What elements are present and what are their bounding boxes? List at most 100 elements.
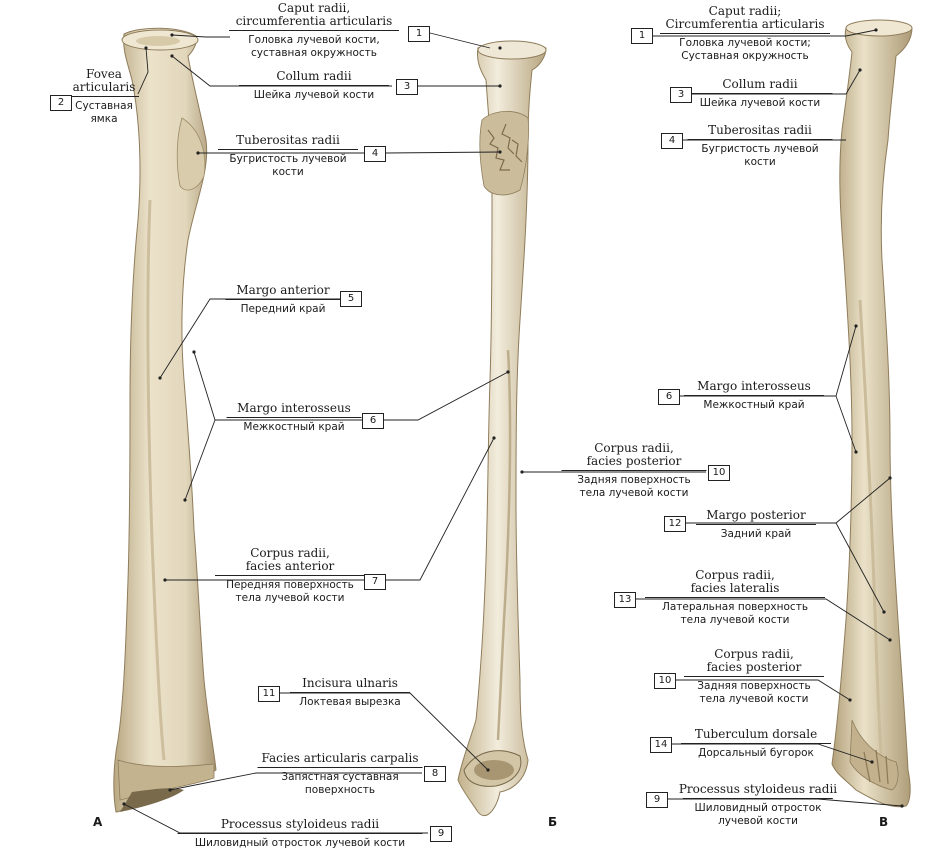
leader-line	[184, 419, 216, 501]
latin-term: articularis	[72, 80, 136, 94]
leader-dot	[888, 638, 892, 642]
russian-term: Задний край	[720, 528, 792, 540]
russian-term: тела лучевой кости	[699, 693, 809, 705]
bone-view-a	[113, 27, 217, 813]
leader-dot	[498, 46, 502, 50]
leader-dot	[888, 476, 892, 480]
number-box: 4	[364, 146, 386, 162]
russian-term: Шейка лучевой кости	[699, 97, 821, 109]
underline	[290, 692, 410, 693]
label-tuberculum-dorsale: Tuberculum dorsale Дорсальный бугорок	[681, 728, 831, 760]
leader-line	[835, 522, 885, 613]
latin-term: Collum radii	[722, 77, 798, 91]
underline	[683, 798, 833, 799]
leader-dot	[900, 804, 904, 808]
label-margo-interosseus-ab: Margo interosseus Межкостный край	[226, 402, 362, 434]
view-letter-a: А	[93, 815, 103, 829]
russian-term: тела лучевой кости	[680, 614, 790, 626]
latin-term: Tuberculum dorsale	[694, 727, 818, 741]
russian-term: Задняя поверхность	[577, 474, 691, 486]
underline	[229, 30, 399, 31]
label-caput-radii-ab: Caput radii, circumferentia articularis …	[229, 2, 399, 60]
bone-view-b	[457, 40, 547, 817]
latin-term: Margo interosseus	[697, 379, 811, 393]
underline	[561, 470, 707, 471]
russian-term: Латеральная поверхность	[661, 601, 809, 613]
leader-dot	[498, 150, 502, 154]
underline	[696, 524, 816, 525]
bone-view-c	[831, 19, 913, 808]
label-facies-posterior-b: Corpus radii, facies posterior Задняя по…	[561, 442, 707, 500]
latin-term: Collum radii	[276, 69, 352, 83]
number-box: 4	[661, 133, 683, 149]
underline	[177, 833, 423, 834]
leader-line	[137, 47, 149, 95]
underline	[226, 417, 362, 418]
label-facies-articularis-carpalis: Facies articularis carpalis Запястная су…	[257, 751, 423, 797]
label-margo-anterior: Margo anterior Передний край	[225, 284, 341, 316]
underline	[225, 299, 341, 300]
leader-line	[384, 371, 509, 421]
number-box: 14	[650, 737, 672, 753]
leader-dot	[882, 610, 886, 614]
number-box: 6	[658, 389, 680, 405]
leader-dot	[168, 788, 172, 792]
leader-dot	[848, 698, 852, 702]
russian-term: Межкостный край	[703, 399, 805, 411]
underline	[218, 149, 358, 150]
underline	[687, 139, 833, 140]
number-box: 12	[664, 516, 686, 532]
latin-term: Corpus radii,	[695, 568, 775, 582]
latin-term: Caput radii,	[277, 1, 351, 15]
label-caput-radii-c: Caput radii; Circumferentia articularis …	[660, 5, 830, 63]
number-box: 5	[340, 291, 362, 307]
leader-dot	[170, 33, 174, 37]
russian-term: Задняя поверхность	[697, 680, 811, 692]
leader-line	[171, 55, 392, 87]
leader-line	[169, 772, 422, 791]
leader-line	[386, 437, 495, 581]
number-box: 3	[396, 79, 418, 95]
russian-term: кости	[744, 156, 776, 168]
leader-line	[692, 69, 861, 95]
latin-term: facies posterior	[706, 660, 802, 674]
russian-term: кости	[272, 166, 304, 178]
russian-term: Бугристость лучевой	[229, 153, 347, 165]
label-processus-styloideus-c: Processus styloideus radii Шиловидный от…	[679, 783, 837, 828]
latin-term: Margo posterior	[706, 508, 806, 522]
latin-term: facies anterior	[245, 559, 335, 573]
leader-dot	[170, 54, 174, 58]
russian-term: Шейка лучевой кости	[253, 89, 375, 101]
number-box: 3	[670, 87, 692, 103]
number-box: 1	[408, 26, 430, 42]
leader-dot	[196, 151, 200, 155]
leader-dot	[144, 46, 148, 50]
leader-line	[835, 395, 857, 453]
latin-term: Fovea	[86, 67, 122, 81]
view-letter-b: Б	[548, 815, 558, 829]
leader-lines	[122, 28, 904, 834]
label-facies-posterior-c: Corpus radii, facies posterior Задняя по…	[684, 648, 824, 706]
latin-term: Facies articularis carpalis	[261, 751, 419, 765]
russian-term: Суставная окружность	[681, 50, 809, 62]
russian-term: Шиловидный отросток	[694, 802, 822, 814]
russian-term: Запястная суставная	[281, 771, 399, 783]
label-margo-interosseus-c: Margo interosseus Межкостный край	[684, 380, 824, 412]
leader-dot	[192, 350, 196, 354]
label-margo-posterior: Margo posterior Задний край	[696, 509, 816, 541]
russian-term: Межкостный край	[243, 421, 345, 433]
latin-term: Corpus radii,	[250, 546, 330, 560]
underline	[257, 767, 423, 768]
leader-dot	[183, 498, 187, 502]
russian-term: Передний край	[240, 303, 326, 315]
latin-term: Tuberositas radii	[236, 133, 340, 147]
number-box: 10	[654, 673, 676, 689]
leader-line	[385, 151, 501, 154]
russian-term: суставная окружность	[251, 47, 377, 59]
latin-term: Tuberositas radii	[708, 123, 812, 137]
number-box: 13	[614, 592, 636, 608]
leader-dot	[858, 68, 862, 72]
view-letter-c: В	[879, 815, 889, 829]
number-box: 7	[364, 574, 386, 590]
latin-term: Processus styloideus radii	[678, 782, 838, 796]
